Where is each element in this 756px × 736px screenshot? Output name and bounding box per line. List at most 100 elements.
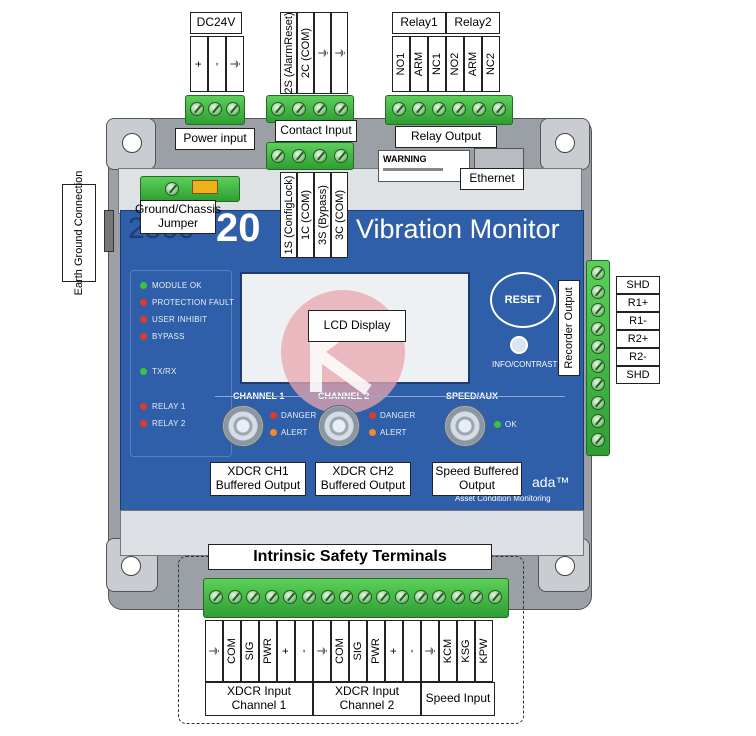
- intrinsic-pin-label-text: KPW: [478, 638, 490, 664]
- reset-button[interactable]: RESET: [490, 272, 556, 328]
- channel-2-alert-led: [369, 429, 376, 436]
- relay-pin-label-text: NO2: [449, 52, 461, 76]
- channel-1-buffered-connector[interactable]: [222, 405, 264, 447]
- intrinsic-pin-label: +: [385, 620, 403, 682]
- contact-bottom-pin-label-text: 3S (Bypass): [316, 185, 329, 245]
- led-panel: [130, 270, 232, 457]
- relay2-header: Relay2: [446, 12, 500, 34]
- contact-top-pin-label-text: ⏚: [317, 47, 330, 59]
- relay-screw-icon: [452, 102, 466, 116]
- intrinsic-screw-icon: [450, 590, 465, 604]
- intrinsic-screw-icon: [320, 590, 335, 604]
- intrinsic-pin-label-text: +: [280, 647, 292, 655]
- status-led: [140, 299, 147, 306]
- channel-2-buffered-connector[interactable]: [318, 405, 360, 447]
- contact-top-pin-label-text: 2C (COM): [299, 27, 312, 79]
- earth-ground-connection-label: Earth Ground Connection: [62, 171, 96, 295]
- ground-jumper-block[interactable]: [140, 176, 240, 202]
- intrinsic-pin-label-text: KCM: [442, 638, 454, 664]
- recorder-pin-label: R2-: [616, 348, 660, 366]
- intrinsic-pin-label-text: PWR: [370, 638, 382, 664]
- recorder-pin-label: R1-: [616, 312, 660, 330]
- intrinsic-pin-label: ⏚: [421, 620, 439, 682]
- xdcr-input-channel-2-label: XDCR Input Channel 2: [313, 682, 421, 716]
- intrinsic-screw-icon: [357, 590, 372, 604]
- contact-screw-icon: [271, 102, 285, 116]
- recorder-screw-icon: [591, 284, 605, 299]
- intrinsic-pin-label: SIG: [349, 620, 367, 682]
- warning-sticker: WARNING: [378, 150, 470, 182]
- warning-fine-print: [383, 168, 443, 171]
- relay-pin-label-text: ARM: [413, 51, 425, 77]
- intrinsic-pin-label-text: ⏚: [209, 645, 221, 657]
- relay-screw-icon: [392, 102, 406, 116]
- reset-button-label: RESET: [504, 294, 542, 306]
- recorder-output-label: Recorder Output: [558, 280, 580, 376]
- ground-jumper[interactable]: [192, 180, 218, 194]
- intrinsic-pin-label-text: COM: [226, 638, 238, 664]
- intrinsic-pin-label-text: ⏚: [317, 645, 329, 657]
- status-led: [140, 420, 147, 427]
- status-led: [140, 333, 147, 340]
- contact-top-pin-label: 2S (AlarmReset): [280, 12, 297, 94]
- xdcr-ch2-buffered-output-label: XDCR CH2 Buffered Output: [315, 462, 411, 496]
- power-pin-label: ⏚: [226, 36, 244, 92]
- intrinsic-pin-label: KPW: [475, 620, 493, 682]
- intrinsic-screw-icon: [246, 590, 261, 604]
- contact-screw-icon: [334, 102, 348, 116]
- contact-input-label: Contact Input: [275, 120, 357, 142]
- recorder-screw-icon: [591, 358, 605, 373]
- earth-ground-stud[interactable]: [104, 210, 114, 252]
- contact-bottom-pin-label: 3C (COM): [331, 172, 348, 258]
- ground-chassis-jumper-label: Ground/Chassis Jumper: [135, 200, 221, 234]
- recorder-screw-icon: [591, 340, 605, 354]
- contact-bottom-pin-label: 1C (COM): [297, 172, 314, 258]
- intrinsic-pin-label: ⏚: [205, 620, 223, 682]
- contact-top-pin-label: 2C (COM): [297, 12, 314, 94]
- relay-pin-label: ARM: [464, 36, 482, 92]
- power-screw-icon: [190, 102, 204, 116]
- intrinsic-pin-label: PWR: [367, 620, 385, 682]
- status-led: [140, 282, 147, 289]
- relay-pin-label: NO2: [446, 36, 464, 92]
- recorder-screw-icon: [591, 377, 605, 391]
- contact-bottom-pin-label-text: 3C (COM): [333, 189, 346, 241]
- mounting-hole: [122, 133, 142, 153]
- status-led-label: RELAY 2: [152, 419, 186, 428]
- ground-screw-icon: [165, 182, 179, 196]
- dc24v-header: DC24V: [190, 12, 242, 34]
- intrinsic-pin-label: COM: [331, 620, 349, 682]
- contact-screw-icon: [313, 149, 327, 163]
- intrinsic-pin-label: KCM: [439, 620, 457, 682]
- intrinsic-pin-label-text: -: [298, 649, 310, 653]
- device-title-number: 20: [216, 206, 261, 250]
- power-pin-label-text: ⏚: [230, 58, 242, 70]
- intrinsic-screw-icon: [469, 590, 484, 604]
- intrinsic-screw-icon: [283, 590, 298, 604]
- recorder-screw-icon: [591, 266, 605, 280]
- relay-pin-label: NC1: [428, 36, 446, 92]
- brand-subtitle: Asset Condition Monitoring: [455, 494, 551, 503]
- speed-buffered-connector[interactable]: [444, 405, 486, 447]
- power-pin-label-text: -: [211, 62, 223, 66]
- channel-1-danger-led: [270, 412, 277, 419]
- speed-input-label: Speed Input: [421, 682, 495, 716]
- power-input-label: Power input: [175, 128, 255, 150]
- relay-pin-label-text: NC1: [431, 52, 443, 76]
- mounting-hole: [555, 133, 575, 153]
- intrinsic-safety-title: Intrinsic Safety Terminals: [208, 544, 492, 570]
- relay-pin-label-text: ARM: [467, 51, 479, 77]
- channel-2-alert-label: ALERT: [380, 428, 407, 437]
- intrinsic-pin-label-text: SIG: [244, 641, 256, 661]
- contact-top-pin-label-text: 2S (AlarmReset): [282, 12, 295, 94]
- contact-screw-icon: [334, 149, 348, 163]
- intrinsic-pin-label: ⏚: [313, 620, 331, 682]
- status-led-label: RELAY 1: [152, 402, 186, 411]
- intrinsic-pin-label-text: PWR: [262, 638, 274, 664]
- intrinsic-screw-icon: [302, 590, 316, 604]
- relay-pin-label-text: NC2: [485, 52, 497, 76]
- info-contrast-button[interactable]: [510, 336, 528, 354]
- contact-top-pin-label: ⏚: [314, 12, 331, 94]
- mounting-hole: [555, 556, 575, 576]
- speed-ok-led: [494, 421, 501, 428]
